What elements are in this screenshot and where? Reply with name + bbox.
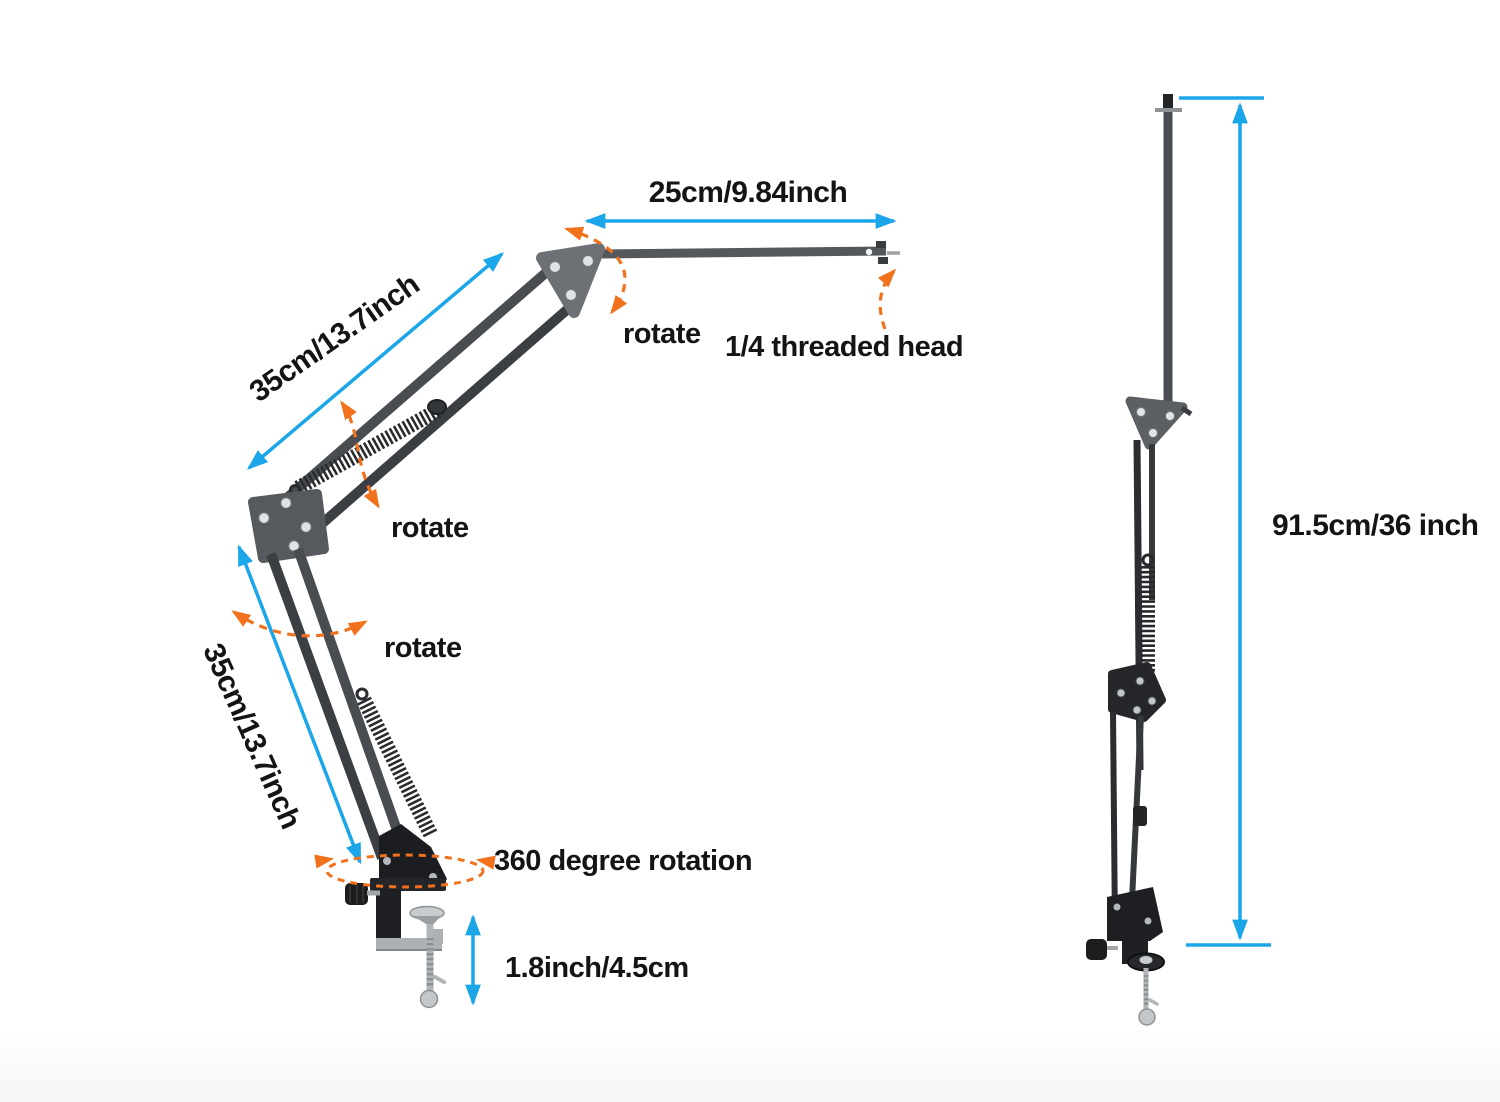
screw-pin — [433, 975, 446, 984]
upper-arm-spring — [294, 402, 444, 495]
plate-notch — [1180, 405, 1193, 417]
screw-pin — [1148, 998, 1159, 1006]
handwheel-hub — [1139, 956, 1153, 964]
threaded-tip — [1163, 94, 1173, 108]
boom-arm — [595, 241, 900, 264]
desk-clamp — [345, 878, 446, 1009]
bolt-head — [383, 857, 391, 865]
clamp-top-plate — [370, 878, 446, 891]
clamp-jaw — [376, 938, 442, 950]
base-bracket — [1107, 887, 1163, 941]
bolt-head — [258, 512, 270, 524]
boom-tip-tab-bottom — [878, 257, 888, 264]
bolt-head — [1144, 917, 1152, 925]
bolt-head — [1116, 688, 1126, 698]
rotate-arrow-middle-joint — [340, 400, 380, 509]
base-mount — [1107, 887, 1163, 941]
screw-ball-handle — [1138, 1008, 1156, 1026]
lower-arm-bar-left — [1110, 711, 1118, 933]
bolt-head — [582, 255, 594, 267]
bolt-head — [549, 261, 561, 273]
boom-tip-tab-top — [876, 241, 886, 248]
bolt-head — [1148, 428, 1158, 438]
label-threaded-head: 1/4 threaded head — [725, 331, 963, 363]
screw-ball-handle — [419, 989, 439, 1009]
label-clamp-capacity: 1.8inch/4.5cm — [505, 952, 689, 984]
lower-arm-spring — [357, 696, 438, 839]
clamp-jaw-lip — [433, 929, 443, 944]
middle-joint-plate — [1108, 662, 1166, 722]
bolt-head — [1113, 903, 1121, 911]
threaded-head-pointer-arrow — [877, 268, 897, 330]
rotate-arrow-lower-arm — [231, 610, 368, 638]
joint-plate-shape — [1108, 662, 1166, 722]
label-boom-length: 25cm/9.84inch — [649, 176, 848, 209]
label-base-rotation: 360 degree rotation — [494, 845, 752, 877]
folded-arm-figure — [1086, 94, 1193, 1026]
bolt-head — [1165, 411, 1175, 421]
label-extended-height: 91.5cm/36 inch — [1272, 509, 1478, 542]
top-joint-plate — [1125, 396, 1193, 450]
dimension-arrow-lower-arm — [237, 544, 362, 865]
label-rotate-top: rotate — [623, 318, 701, 350]
bolt-head — [1147, 696, 1157, 706]
base-bracket — [379, 824, 447, 891]
desk-clamp — [1086, 936, 1165, 1026]
dimension-arrow-upper-arm — [246, 252, 505, 470]
boom-bar — [595, 246, 887, 259]
bar-coupler — [1133, 806, 1147, 826]
bolt-head — [1132, 705, 1142, 715]
dimension-annotations — [237, 96, 1271, 1006]
bolt-head — [1136, 407, 1146, 417]
label-rotate-middle: rotate — [391, 512, 469, 544]
floor-shadow — [0, 1030, 1500, 1102]
rotate-arrow-top-joint — [563, 226, 628, 315]
spring-hook — [1141, 553, 1155, 567]
bolt-head — [1135, 676, 1145, 686]
side-knob — [1086, 939, 1107, 960]
elbow-joint-plate — [248, 489, 329, 563]
bolt-head — [300, 521, 312, 533]
bolt-head — [280, 497, 292, 509]
rotation-annotations — [231, 226, 897, 889]
pad-cone — [413, 916, 441, 927]
boom-hole — [865, 248, 873, 256]
rotation-360-ellipse — [325, 853, 485, 889]
label-rotate-lower: rotate — [384, 632, 462, 664]
spring-connector — [427, 399, 447, 415]
bolt-head — [565, 289, 577, 301]
